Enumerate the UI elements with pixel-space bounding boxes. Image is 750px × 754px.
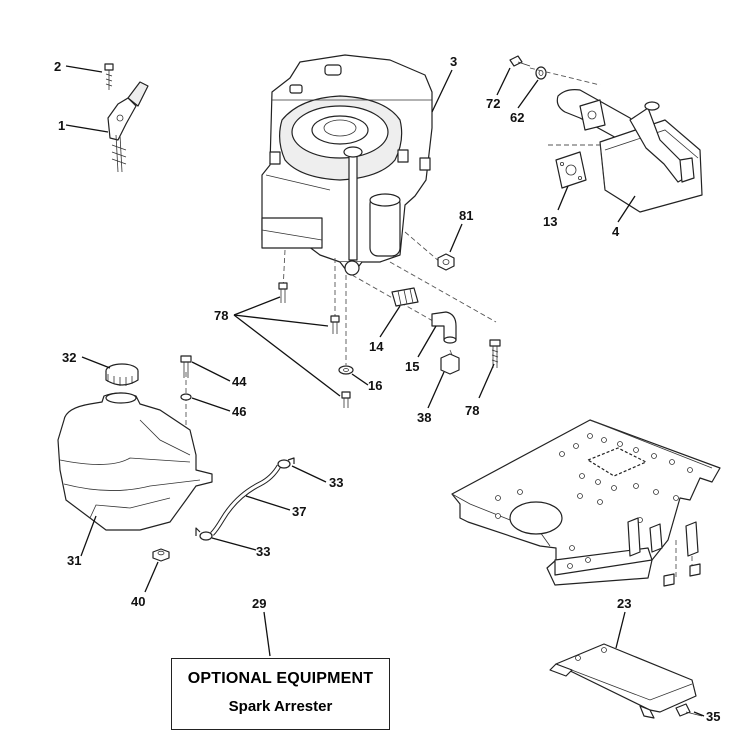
- callout-40: 40: [131, 594, 145, 609]
- gasket-62-drawing: [535, 66, 547, 80]
- gasket-upper-drawing: [579, 99, 606, 131]
- cap-38-drawing: [440, 353, 460, 375]
- callout-38: 38: [417, 410, 431, 425]
- callout-78-left: 78: [214, 308, 228, 323]
- callout-33-bottom: 33: [256, 544, 270, 559]
- clamp-33-top-drawing: [277, 457, 295, 469]
- callout-44: 44: [232, 374, 247, 389]
- leader-lines: [65, 65, 705, 717]
- spark-arrester-drawing: [549, 643, 697, 719]
- callout-32: 32: [62, 350, 76, 365]
- callout-labels: 1 2 3 72 62 13 4 81 78 14 15 16 38 78 32…: [54, 54, 720, 724]
- fitting-14-drawing: [391, 287, 419, 307]
- callout-37: 37: [292, 504, 306, 519]
- callout-31: 31: [67, 553, 81, 568]
- muffler-drawing: [556, 89, 703, 213]
- callout-3: 3: [450, 54, 457, 69]
- engine-drawing: [261, 54, 433, 276]
- spark-arrester-label: Spark Arrester: [228, 698, 333, 715]
- clamp-33-bottom-drawing: [195, 527, 213, 541]
- screw-35-drawing: [675, 703, 703, 717]
- callout-13: 13: [543, 214, 557, 229]
- callout-81: 81: [459, 208, 473, 223]
- callout-78-right: 78: [465, 403, 479, 418]
- callout-72: 72: [486, 96, 500, 111]
- callout-2: 2: [54, 59, 61, 74]
- callout-29: 29: [252, 596, 266, 611]
- bushing-40-drawing: [152, 548, 170, 562]
- bolt-78-left-drawing: [278, 282, 351, 408]
- callout-14: 14: [369, 339, 384, 354]
- fuel-tank-drawing: [57, 392, 213, 531]
- callout-35: 35: [706, 709, 720, 724]
- optional-equipment-title: OPTIONAL EQUIPMENT: [187, 670, 374, 687]
- chassis-frame-drawing: [451, 419, 721, 587]
- frame-holes: [495, 433, 693, 569]
- elbow-15-drawing: [431, 311, 457, 344]
- washer-16-drawing: [338, 365, 354, 375]
- callout-23: 23: [617, 596, 631, 611]
- screw-2-drawing: [104, 63, 114, 90]
- fuel-cap-drawing: [105, 363, 139, 386]
- optional-equipment-box: OPTIONAL EQUIPMENT Spark Arrester: [171, 658, 390, 730]
- callout-62: 62: [510, 110, 524, 125]
- callout-33-top: 33: [329, 475, 343, 490]
- callout-15: 15: [405, 359, 419, 374]
- nut-81-drawing: [437, 253, 455, 271]
- callout-1: 1: [58, 118, 65, 133]
- fuel-line-drawing: [210, 464, 282, 536]
- callout-46: 46: [232, 404, 246, 419]
- bolt-72-drawing: [509, 55, 531, 67]
- gasket-13-drawing: [555, 151, 587, 189]
- callout-4: 4: [612, 224, 620, 239]
- screw-44-drawing: [180, 355, 192, 378]
- washer-46-drawing: [180, 393, 192, 401]
- callout-16: 16: [368, 378, 382, 393]
- bolt-78-right-drawing: [489, 339, 501, 368]
- throttle-control-drawing: [107, 81, 149, 173]
